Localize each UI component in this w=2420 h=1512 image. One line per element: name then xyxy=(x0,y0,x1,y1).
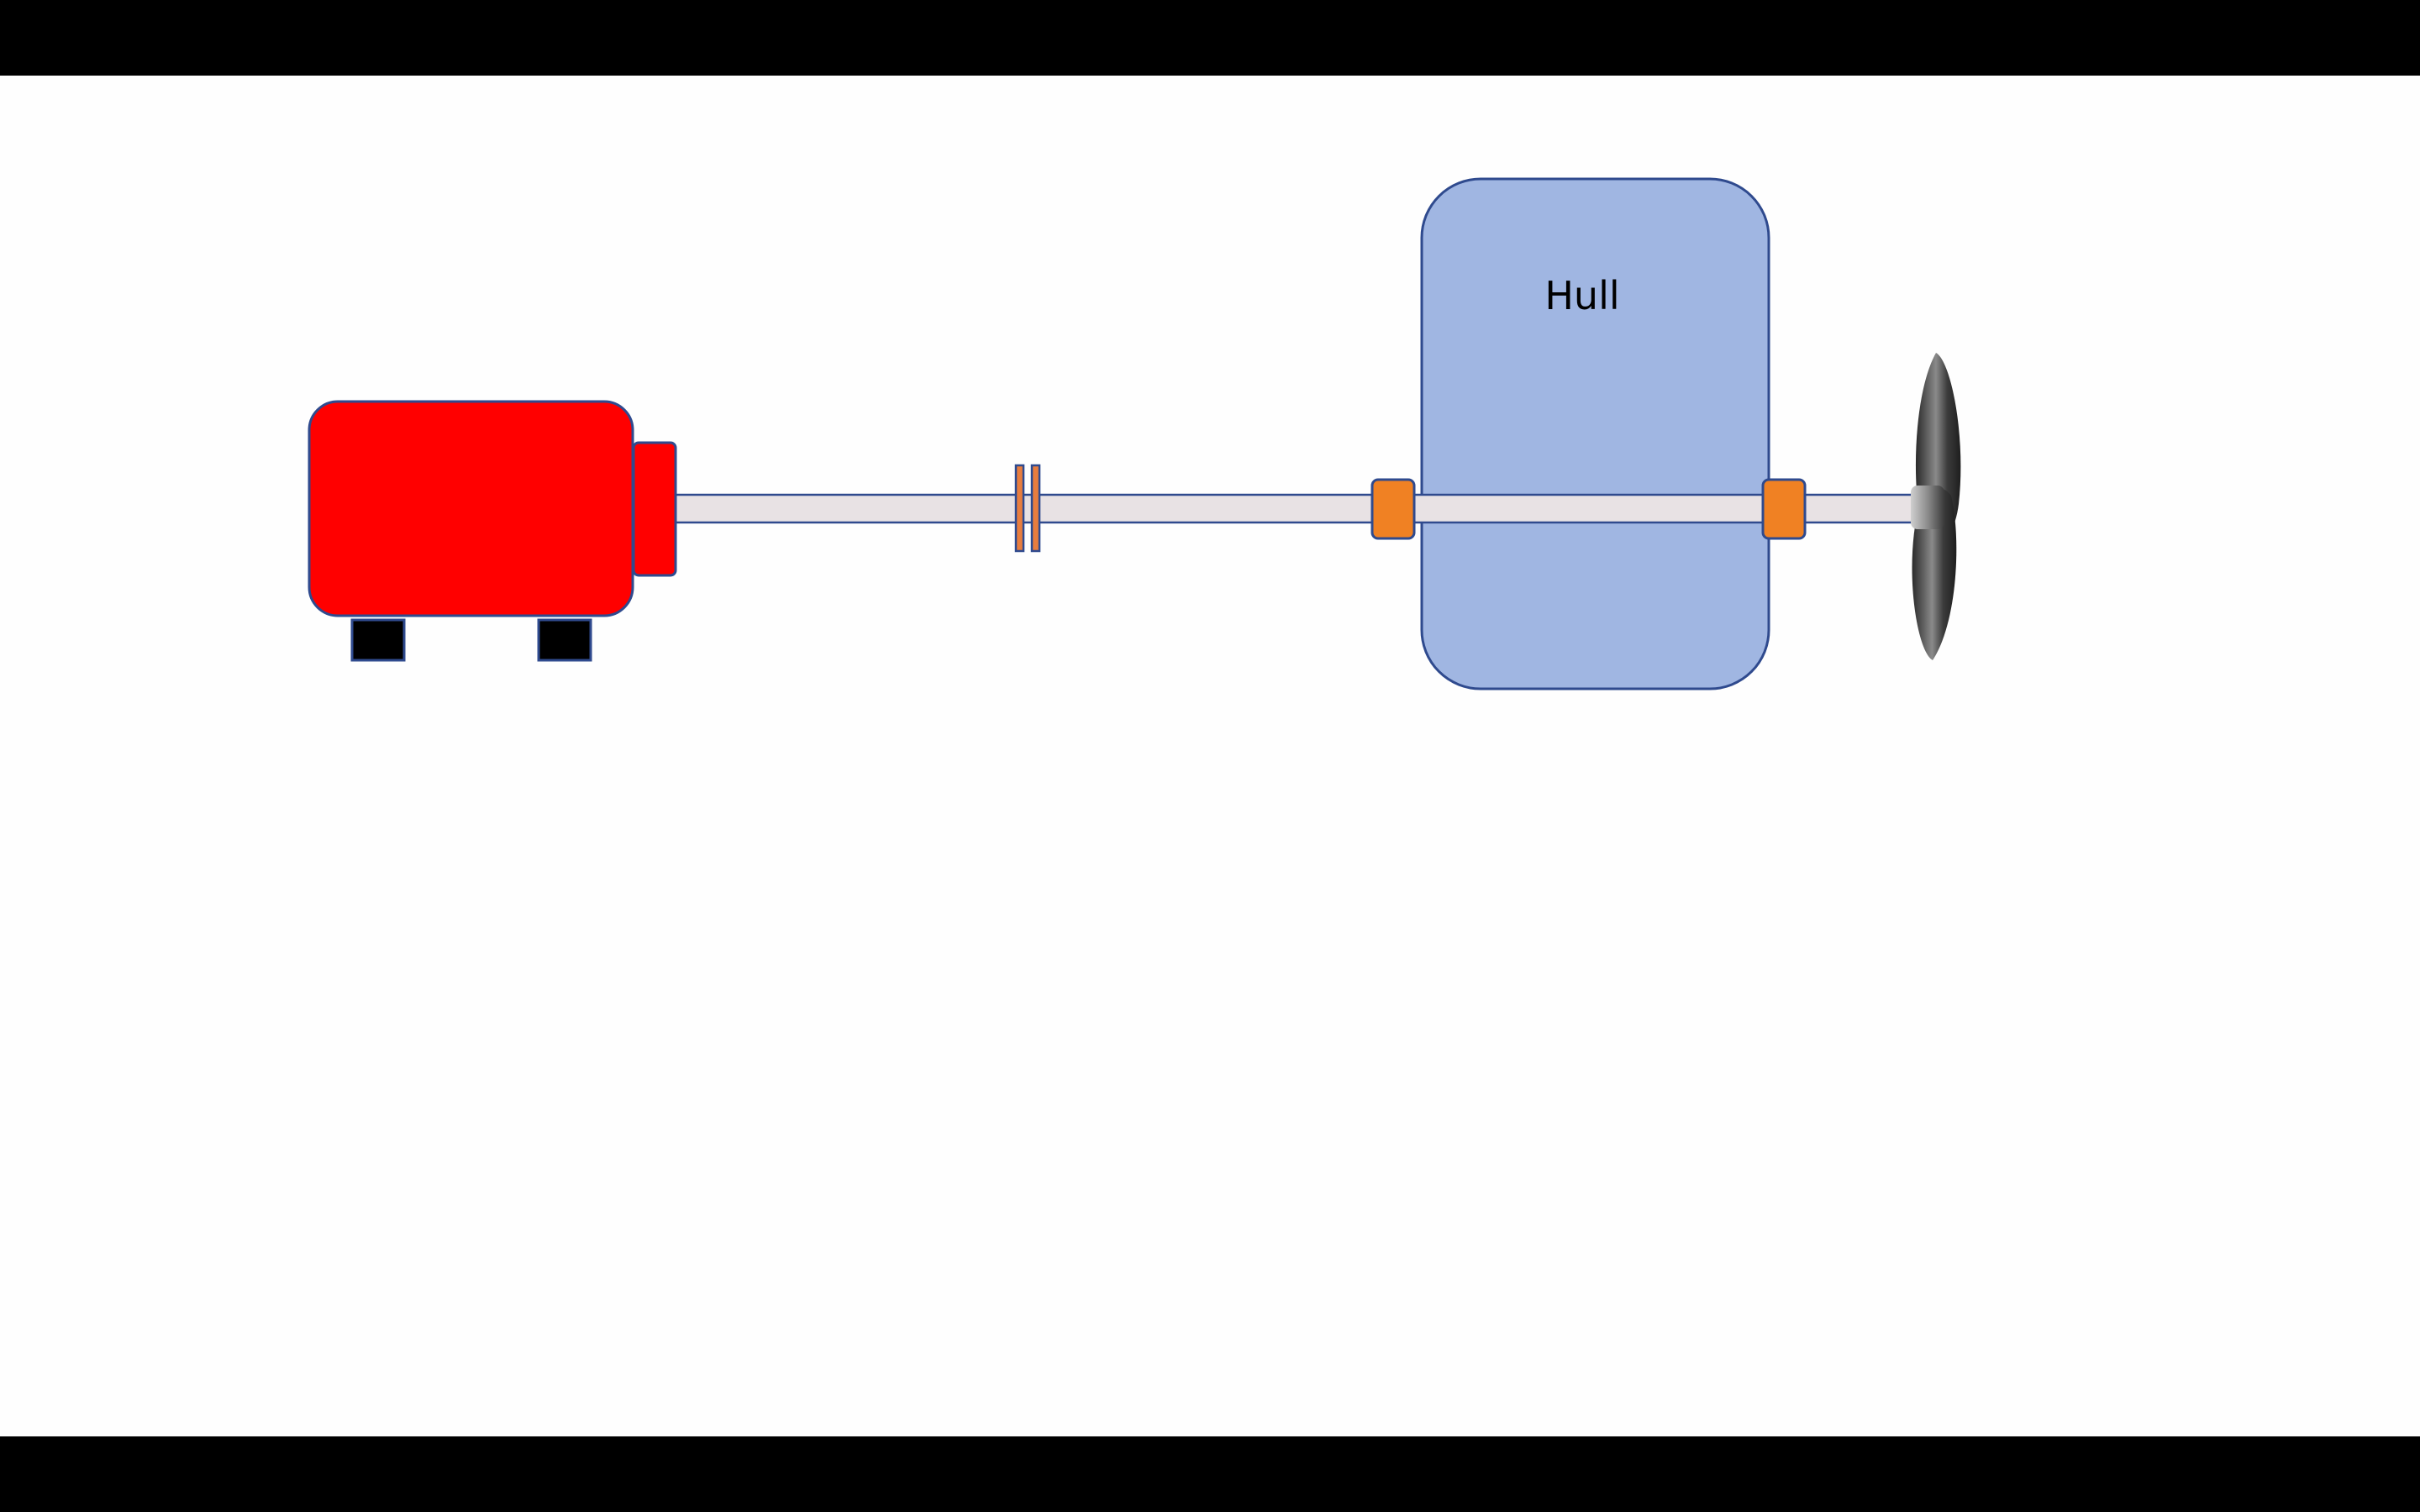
outboard-bearing xyxy=(1761,478,1807,540)
letterbox-bottom xyxy=(0,1436,2420,1512)
motor-foot-left xyxy=(350,618,406,662)
coupling-flange-right xyxy=(1030,464,1041,553)
propeller-shaft xyxy=(673,493,1916,524)
letterbox-top xyxy=(0,0,2420,76)
motor-end-flange xyxy=(632,441,677,577)
motor-body xyxy=(308,400,634,617)
coupling-flange-left xyxy=(1014,464,1025,553)
propeller-blade-lower xyxy=(1912,488,1957,660)
shaft-coupling xyxy=(1014,464,1041,553)
slide-canvas xyxy=(0,76,2420,1436)
motor-foot-right xyxy=(537,618,592,662)
electric-motor-icon xyxy=(308,400,677,662)
hull-block xyxy=(1420,177,1770,690)
hull-label: Hull xyxy=(1544,273,1619,318)
inboard-bearing xyxy=(1370,478,1416,540)
propeller-icon xyxy=(1911,353,1961,660)
propeller-hub xyxy=(1911,486,1944,529)
